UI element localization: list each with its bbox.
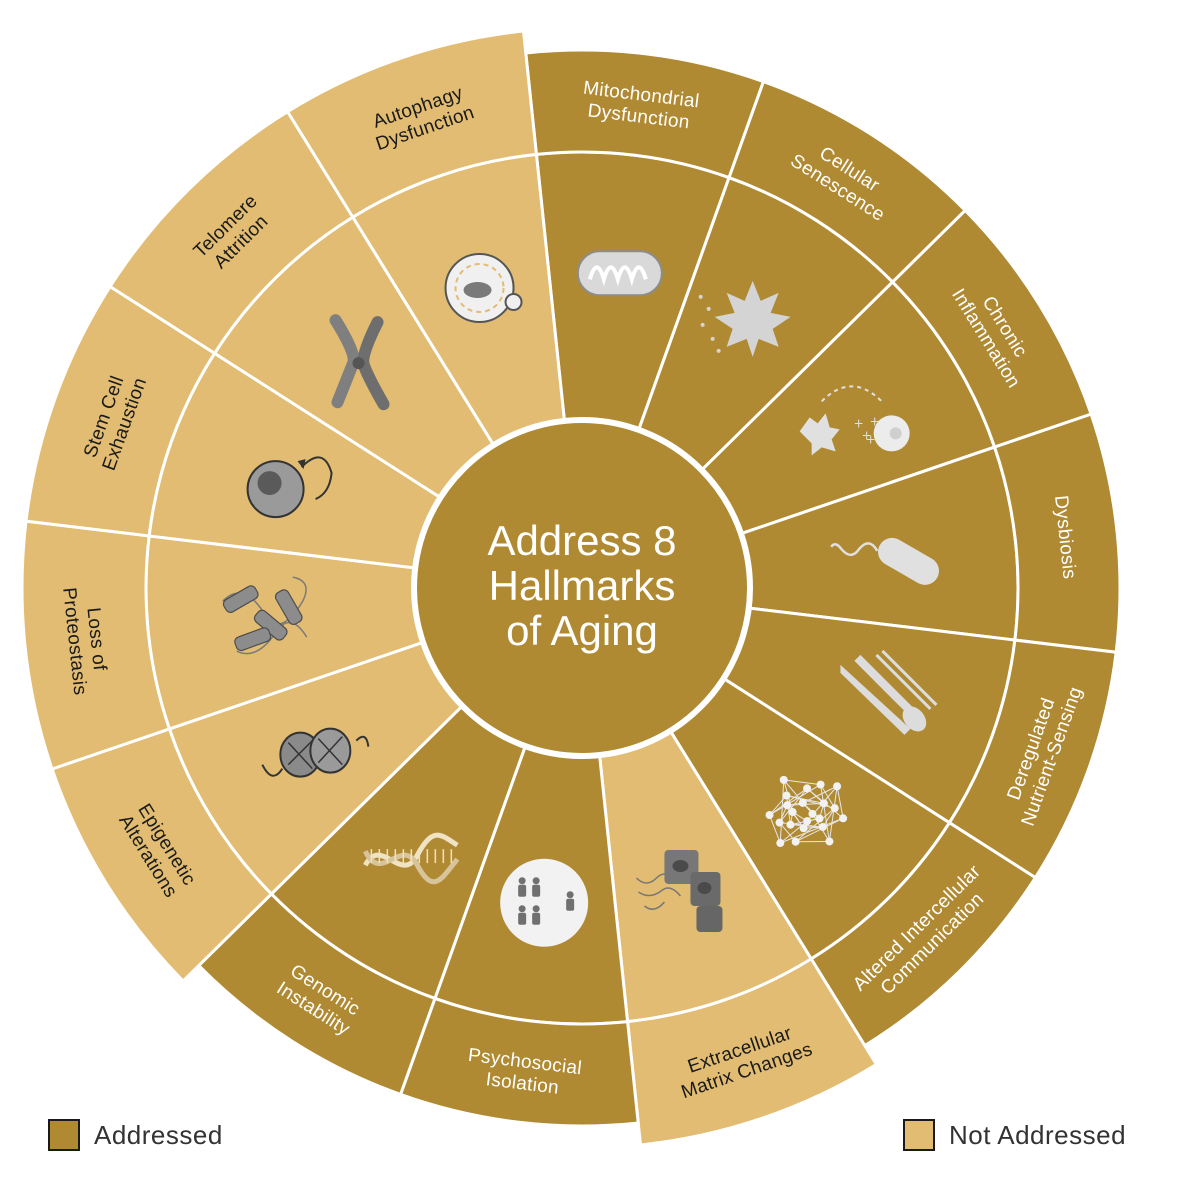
nucleosome-icon <box>261 727 370 778</box>
center-title-line-2: Hallmarks <box>489 562 676 609</box>
center-title-line-1: Address 8 <box>487 517 676 564</box>
svg-text:+: + <box>862 428 872 442</box>
center-circle <box>411 417 753 759</box>
protein-fold-icon <box>222 576 308 655</box>
legend-not-addressed: Not Addressed <box>903 1119 1126 1151</box>
legend-label-addressed: Addressed <box>94 1119 223 1150</box>
cell-network-icon <box>765 775 848 848</box>
center-title-line-3: of Aging <box>506 607 658 654</box>
immune-cell-icon: ++++ <box>799 385 910 456</box>
legend-swatch-addressed <box>48 1119 80 1151</box>
isolated-person-icon <box>500 858 589 947</box>
legend-label-not-addressed: Not Addressed <box>949 1119 1127 1150</box>
svg-text:+: + <box>854 416 864 430</box>
segment-dysbiosis: Dysbiosis <box>739 412 1122 654</box>
center-hub: Address 8 Hallmarks of Aging <box>411 417 753 759</box>
dna-helix-icon <box>363 832 460 885</box>
segment-band-autophagy-dysfunction <box>285 29 539 220</box>
mitochondrion-icon <box>576 250 663 297</box>
svg-text:+: + <box>866 432 876 446</box>
tissue-matrix-icon <box>635 849 723 932</box>
stem-cell-icon <box>246 456 333 519</box>
bacterium-icon <box>830 537 939 585</box>
autophagosome-icon <box>444 253 523 324</box>
cutlery-icon <box>840 649 938 735</box>
legend-swatch-not-addressed <box>903 1119 935 1151</box>
withering-leaf-icon <box>698 280 791 357</box>
svg-text:+: + <box>870 414 880 428</box>
chromosome-icon <box>329 314 390 411</box>
legend-addressed: Addressed <box>48 1119 223 1151</box>
